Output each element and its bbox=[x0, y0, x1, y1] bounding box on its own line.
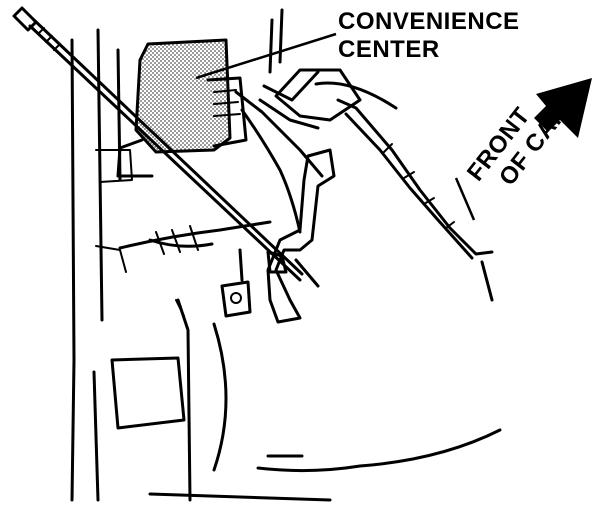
long-bolt bbox=[12, 6, 304, 282]
convenience-center-label-line2: CENTER bbox=[338, 36, 440, 63]
arrow-up-right-icon bbox=[534, 78, 592, 138]
convenience-center-module bbox=[116, 38, 248, 178]
convenience-center-label-line1: CONVENIENCE bbox=[338, 8, 520, 35]
lower-body-panel bbox=[92, 298, 502, 502]
wiring-harness bbox=[118, 8, 324, 255]
mounting-bracket bbox=[220, 148, 336, 324]
front-leader bbox=[454, 177, 476, 221]
upper-bracket bbox=[274, 68, 494, 302]
body-pillar bbox=[70, 28, 133, 502]
convenience-center-leader bbox=[195, 32, 337, 80]
